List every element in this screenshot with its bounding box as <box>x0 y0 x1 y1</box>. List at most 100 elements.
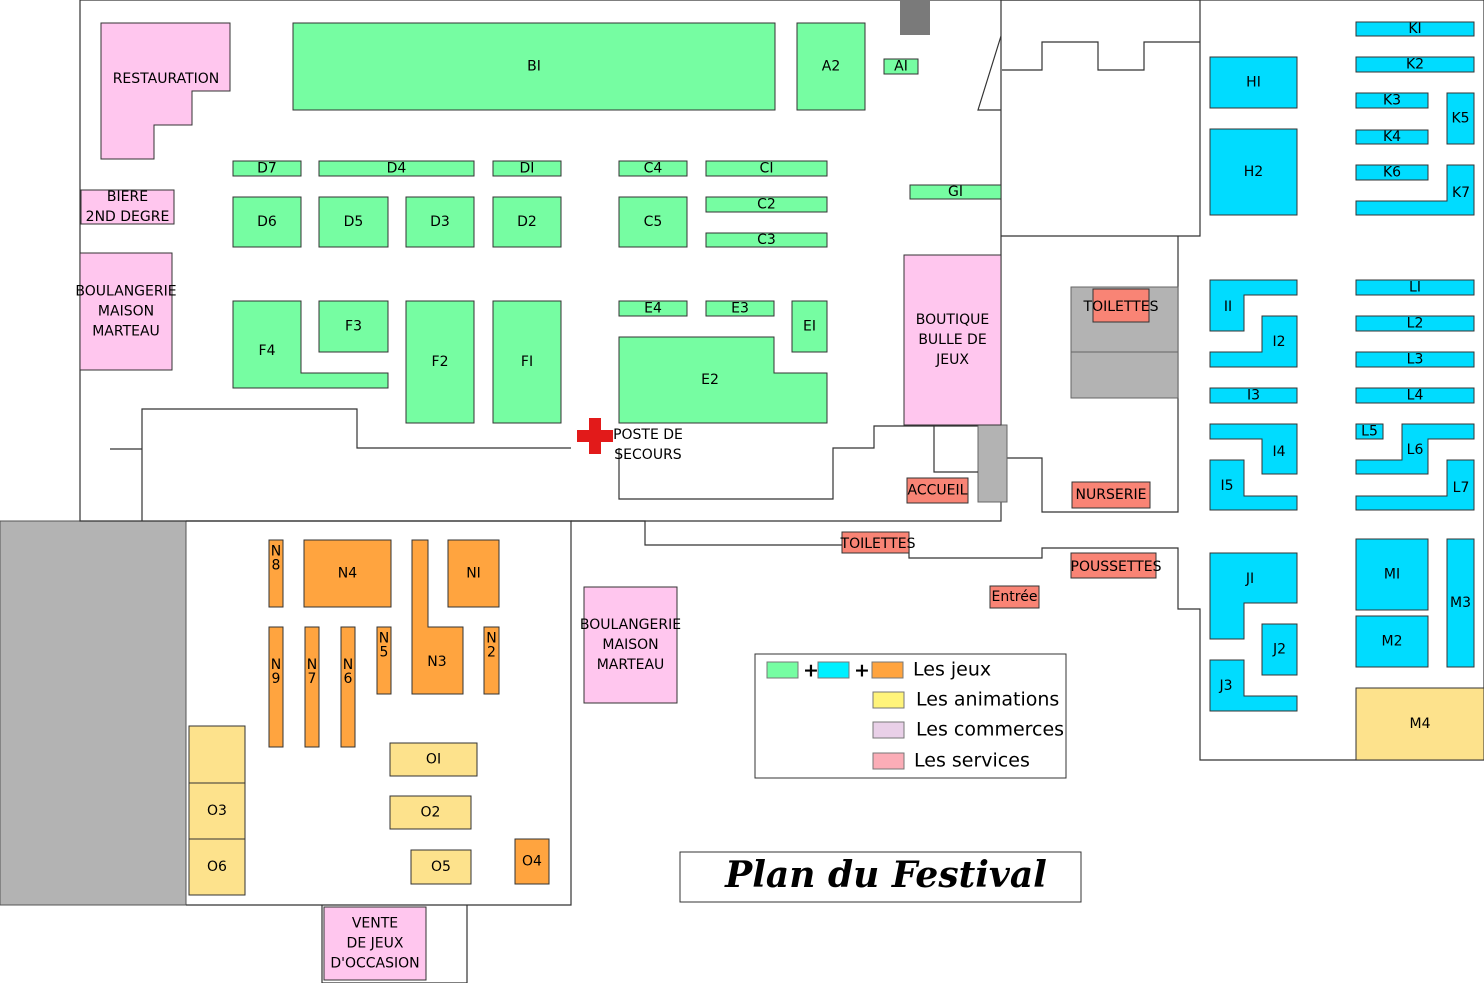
booth-n5[interactable]: N5 <box>376 626 392 695</box>
booth-o3[interactable]: O3 <box>188 782 246 840</box>
booth-label: I4 <box>1272 444 1285 460</box>
booth-f1[interactable]: FI <box>492 300 562 424</box>
booth-ox[interactable] <box>188 725 246 784</box>
booth-n7[interactable]: N7 <box>304 626 320 748</box>
booth-f4[interactable]: F4 <box>232 300 389 389</box>
booth-m1[interactable]: MI <box>1355 538 1429 611</box>
booth-h1[interactable]: HI <box>1209 56 1298 109</box>
booth-e2[interactable]: E2 <box>618 336 828 424</box>
booth-m2[interactable]: M2 <box>1355 615 1429 668</box>
booth-l7[interactable]: L7 <box>1355 459 1475 511</box>
booth-label: O2 <box>421 805 441 821</box>
booth-d4[interactable]: D4 <box>318 160 475 177</box>
booth-d6[interactable]: D6 <box>232 196 302 248</box>
booth-n8[interactable]: N8 <box>268 539 284 608</box>
booth-i5[interactable]: I5 <box>1209 459 1298 511</box>
booth-l3[interactable]: L3 <box>1355 351 1475 368</box>
booth-k4[interactable]: K4 <box>1355 129 1429 145</box>
booth-m4[interactable]: M4 <box>1355 687 1484 761</box>
booth-label: L2 <box>1407 316 1424 332</box>
booth-n6[interactable]: N6 <box>340 626 356 748</box>
booth-label: A2 <box>822 59 840 75</box>
booth-l1[interactable]: LI <box>1355 279 1475 296</box>
booth-j3[interactable]: J3 <box>1209 659 1298 712</box>
booth-k1[interactable]: KI <box>1355 21 1475 37</box>
booth-c1[interactable]: CI <box>705 160 828 177</box>
booth-d7[interactable]: D7 <box>232 160 302 177</box>
booth-shape <box>389 742 478 777</box>
booth-d3[interactable]: D3 <box>405 196 475 248</box>
booth-d1[interactable]: DI <box>492 160 562 177</box>
booth-c3[interactable]: C3 <box>705 232 828 248</box>
booth-o5[interactable]: O5 <box>410 849 472 885</box>
booth-i4[interactable]: I4 <box>1209 423 1298 475</box>
booth-a2[interactable]: A2 <box>796 22 866 111</box>
booth-d5[interactable]: D5 <box>318 196 389 248</box>
booth-f3[interactable]: F3 <box>318 300 389 353</box>
booth-label: C2 <box>757 197 776 213</box>
booth-pous[interactable]: POUSSETTES <box>1070 552 1162 579</box>
booth-label: E3 <box>731 301 749 317</box>
booth-k7[interactable]: K7 <box>1355 164 1475 216</box>
booth-label: JI <box>1245 571 1254 587</box>
booth-label: E2 <box>701 372 719 388</box>
booth-i2[interactable]: I2 <box>1209 315 1298 368</box>
booth-n9[interactable]: N9 <box>268 626 284 748</box>
booth-j2[interactable]: J2 <box>1261 623 1298 676</box>
booth-j1[interactable]: JI <box>1209 552 1298 640</box>
booth-l5[interactable]: L5 <box>1355 423 1384 440</box>
booth-label: N5 <box>376 631 392 659</box>
booth-h2[interactable]: H2 <box>1209 128 1298 216</box>
booth-l4[interactable]: L4 <box>1355 387 1475 404</box>
booth-d2[interactable]: D2 <box>492 196 562 248</box>
booth-label: NI <box>466 566 481 582</box>
booth-c5[interactable]: C5 <box>618 196 688 248</box>
booth-o6[interactable]: O6 <box>188 838 246 896</box>
booth-c2[interactable]: C2 <box>705 196 828 213</box>
booth-shape <box>796 22 866 111</box>
booth-acc[interactable]: ACCUEIL <box>906 477 969 504</box>
first-aid-post[interactable]: POSTE DE SECOURS <box>577 418 683 463</box>
booth-l2[interactable]: L2 <box>1355 315 1475 332</box>
booth-o4[interactable]: O4 <box>514 838 550 885</box>
booth-k2[interactable]: K2 <box>1355 56 1475 73</box>
booth-f2[interactable]: F2 <box>405 300 475 424</box>
booth-shape <box>318 160 475 177</box>
booth-n1[interactable]: NI <box>447 539 500 608</box>
booth-shape <box>1261 623 1298 676</box>
booth-nurs[interactable]: NURSERIE <box>1071 481 1151 509</box>
booth-shape <box>1209 279 1298 332</box>
booth-b1[interactable]: BI <box>292 22 776 111</box>
booth-g1[interactable]: GI <box>909 184 1002 200</box>
booth-i3[interactable]: I3 <box>1209 387 1298 404</box>
booth-k6[interactable]: K6 <box>1355 164 1429 181</box>
booth-e1[interactable]: EI <box>791 300 828 353</box>
booth-entree[interactable]: Entrée <box>989 585 1040 609</box>
booth-e3[interactable]: E3 <box>705 300 775 317</box>
booth-n4[interactable]: N4 <box>303 539 392 608</box>
booth-shape <box>1355 164 1429 181</box>
booth-shape <box>1355 387 1475 404</box>
booth-c4[interactable]: C4 <box>618 160 688 177</box>
booth-toil1[interactable]: TOILETTES <box>1083 288 1159 323</box>
booth-m3[interactable]: M3 <box>1446 538 1475 668</box>
booth-n3[interactable]: N3 <box>411 539 464 695</box>
booth-k5[interactable]: K5 <box>1446 92 1475 145</box>
booth-n2[interactable]: N2 <box>483 626 500 695</box>
booth-rest[interactable]: RESTAURATION <box>100 22 231 160</box>
booth-l6[interactable]: L6 <box>1355 423 1475 475</box>
booth-i1[interactable]: II <box>1209 279 1298 332</box>
booth-o1[interactable]: OI <box>389 742 478 777</box>
booth-e4[interactable]: E4 <box>618 300 688 317</box>
booth-o2[interactable]: O2 <box>389 795 472 830</box>
booth-k3[interactable]: K3 <box>1355 92 1429 109</box>
booth-toil2[interactable]: TOILETTES <box>840 531 916 554</box>
booth-shape <box>705 300 775 317</box>
booth-a1[interactable]: AI <box>883 58 919 75</box>
